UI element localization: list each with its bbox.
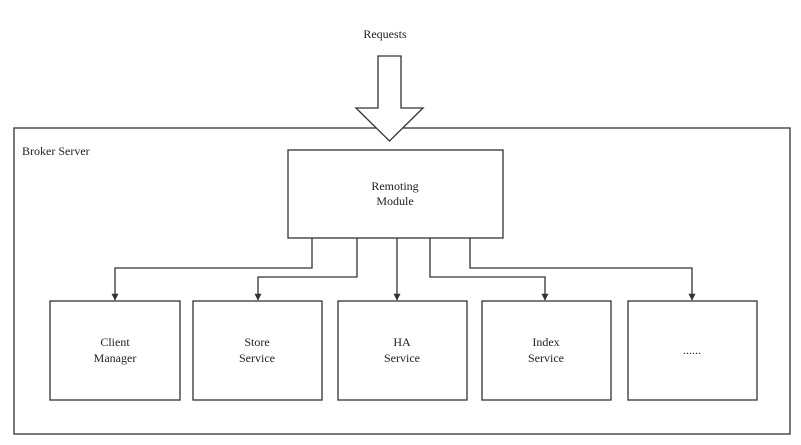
requests-label: Requests	[363, 27, 407, 41]
ha-service-box	[337, 300, 468, 401]
store-service-box	[192, 300, 323, 401]
ha-service-label-line1: HA	[393, 335, 411, 349]
index-service-label-line2: Service	[528, 351, 564, 365]
ha-service-label-line2: Service	[384, 351, 420, 365]
store-service-label-line2: Service	[239, 351, 275, 365]
connector-store-service	[254, 238, 358, 301]
remoting-module-box	[287, 149, 504, 239]
client-manager-label-line1: Client	[100, 335, 130, 349]
store-service-label-line1: Store	[244, 335, 269, 349]
remoting-module-label-line2: Module	[376, 194, 413, 208]
connector-index-service	[429, 238, 549, 301]
broker-server-label: Broker Server	[22, 144, 90, 158]
connector-client-manager	[111, 238, 313, 301]
index-service-box	[481, 300, 612, 401]
index-service-label-line1: Index	[532, 335, 559, 349]
more-services-box	[627, 300, 758, 401]
requests-block-arrow	[354, 55, 425, 142]
client-manager-box	[49, 300, 181, 401]
remoting-module-label-line1: Remoting	[371, 179, 418, 193]
connector-more-services	[469, 238, 696, 301]
more-services-label: ......	[683, 343, 701, 357]
client-manager-label-line2: Manager	[94, 351, 137, 365]
